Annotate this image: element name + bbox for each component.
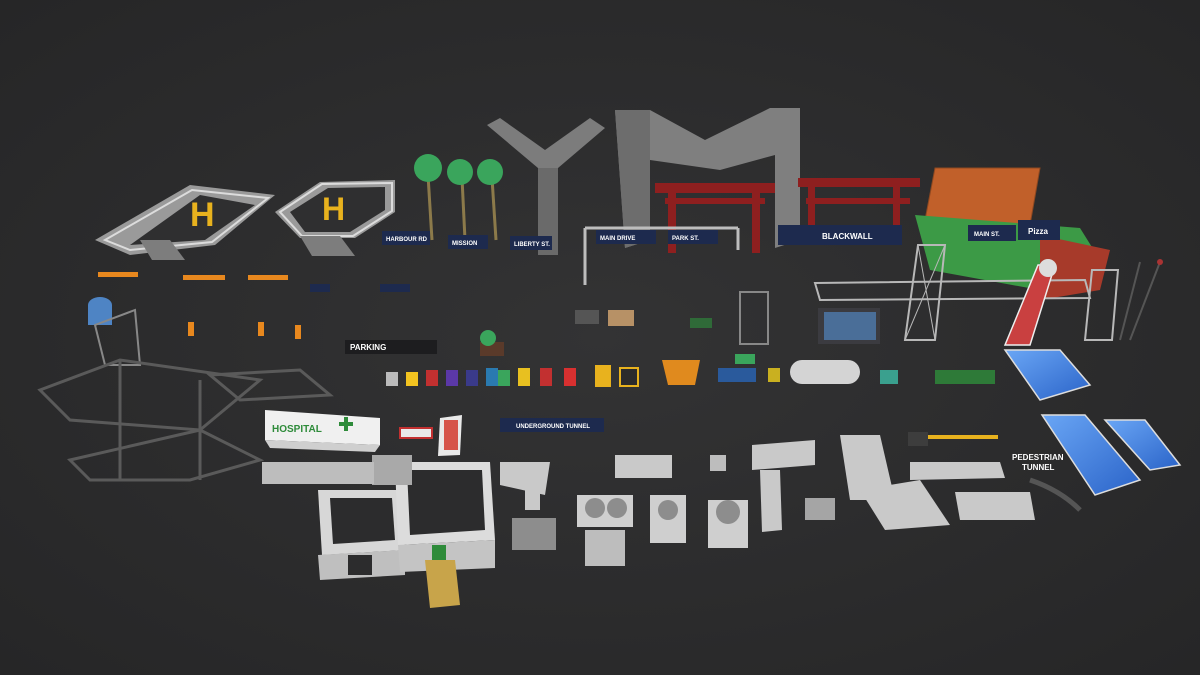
helipad-letter-right: H	[322, 191, 345, 227]
palm-trees	[414, 154, 503, 241]
street-sign-5: PARK ST.	[672, 236, 699, 242]
parking-sign: PARKING	[350, 343, 386, 352]
concrete-pillar-y	[487, 118, 605, 255]
parking-sign-group: PARKING	[310, 284, 437, 354]
parking-markings	[595, 365, 639, 387]
street-sign-2: MISSION	[452, 241, 477, 247]
hospital-sign-group: HOSPITAL	[265, 410, 380, 452]
pedestrian-tunnel-line2: TUNNEL	[1022, 463, 1055, 472]
boom-barriers	[908, 432, 998, 446]
helipad-letter-left: H	[190, 196, 215, 234]
air-ducts	[500, 435, 1035, 532]
pedestrian-tunnel-group: PEDESTRIAN TUNNEL	[1012, 453, 1082, 512]
hvac-units	[262, 455, 748, 566]
street-lamps	[1119, 259, 1163, 341]
street-signs-row: HARBOUR RD MISSION LIBERTY ST. MAIN DRIV…	[382, 220, 1060, 285]
road-blocks	[399, 415, 462, 456]
pedestrian-tunnel-line1: PEDESTRIAN	[1012, 453, 1064, 462]
hospital-sign: HOSPITAL	[272, 424, 322, 435]
main-st-sign: MAIN ST.	[974, 232, 1000, 238]
skip-dumpster	[662, 360, 700, 385]
barriers-orange	[98, 272, 301, 339]
bus-stop-shelter	[818, 308, 880, 344]
radio-tower	[1003, 259, 1057, 346]
underground-tunnel-group: UNDERGROUND TUNNEL	[500, 418, 604, 432]
scaffold-grid	[37, 358, 334, 482]
gas-tank	[790, 360, 860, 384]
vending-machines	[386, 368, 576, 386]
concrete-arch	[615, 108, 800, 248]
water-tower	[88, 297, 142, 366]
blackwall-sign: BLACKWALL	[822, 232, 873, 241]
underground-tunnel-sign: UNDERGROUND TUNNEL	[516, 424, 590, 430]
street-sign-4: MAIN DRIVE	[600, 236, 635, 242]
misc-props	[480, 291, 995, 384]
glass-canopies	[1003, 349, 1182, 496]
torii-gate-right	[798, 178, 920, 227]
helipad-left: H	[95, 185, 275, 260]
pizza-sign: Pizza	[1028, 227, 1049, 236]
truss-structure	[813, 244, 1120, 341]
torii-gate-left	[655, 183, 775, 253]
helipad-right: H	[275, 180, 395, 256]
street-sign-1: HARBOUR RD	[386, 237, 428, 243]
street-sign-3: LIBERTY ST.	[514, 242, 550, 248]
rooftop-buildings	[318, 462, 495, 608]
